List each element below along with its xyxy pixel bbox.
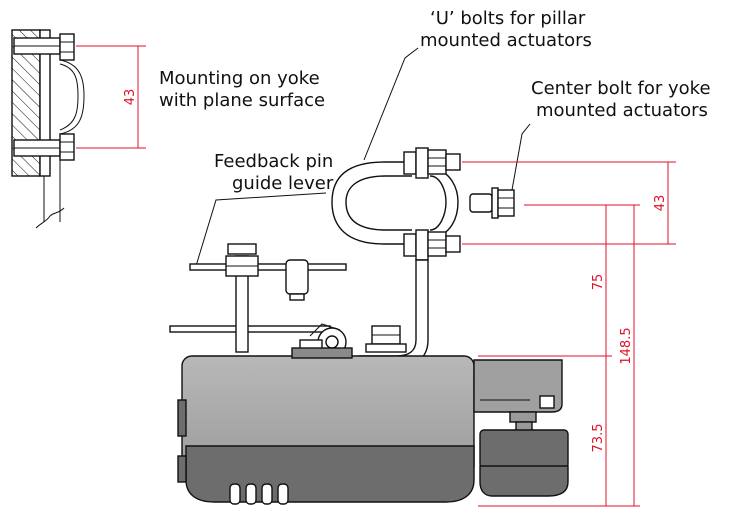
label-feedback-pin: Feedback pin guide lever [214,151,339,194]
label-mounting-yoke: Mounting on yoke with plane surface [159,68,325,111]
feedback-lever [189,263,347,271]
feedback-pin-nut-top [227,243,257,255]
gearbox [479,429,569,469]
dim-yoke-bolt-spacing: 43 [123,89,138,106]
side-knob-lower [177,455,187,483]
guide-pin-housing [285,259,309,295]
u-bolt-bottom-thread [445,235,461,253]
label-center-bolt: Center bolt for yoke mounted actuators [531,78,716,121]
u-bolt-top-thread [445,153,461,171]
coupling [509,411,537,423]
label-u-bolts: ‘U’ bolts for pillar mounted actuators [420,8,592,51]
lower-lever [169,325,331,333]
actuator-base [185,445,475,503]
vent-4 [277,483,289,505]
center-bolt-shaft [469,193,493,213]
u-bolt-top-nut [427,149,447,175]
vent-1 [229,483,241,505]
u-bolt-leader [363,47,419,161]
gearbox-bottom [479,465,569,497]
vent-3 [261,483,273,505]
center-bolt-head [497,189,515,217]
dim-total-height: 148.5 [619,327,634,364]
u-bolt [331,161,412,245]
actuator-top-lid [291,347,353,359]
dimension-lines: 43 75 148.5 73.5 [462,161,676,507]
center-bolt-washer [491,187,499,219]
roller-inner [325,335,339,349]
yoke-mounting-inset: 43 [11,29,146,229]
vent-2 [245,483,257,505]
u-bolt-bottom-plate [415,229,429,261]
feedback-pin-leader [195,192,327,267]
dim-u-bolt-spacing: 43 [653,195,668,212]
feedback-lever-assembly [169,243,347,357]
center-bolt-leader [511,123,531,191]
bottom-bolt-head [59,133,75,161]
u-bolt-bottom-nut [427,231,447,257]
top-bolt-head [59,33,75,61]
center-bolt [469,187,515,219]
right-module-screw [539,395,555,409]
guide-pin-cap [289,293,305,301]
u-bolt-assembly [331,147,461,367]
dim-bracket-height: 75 [591,274,606,291]
actuator-body [177,347,569,505]
u-bolt-top-washer [403,151,417,175]
side-knob [177,399,187,437]
dim-body-height: 73.5 [591,424,606,453]
yoke-plate [39,29,51,177]
u-bolt-top-plate [415,147,429,179]
u-bolt-bottom-washer [403,233,417,257]
